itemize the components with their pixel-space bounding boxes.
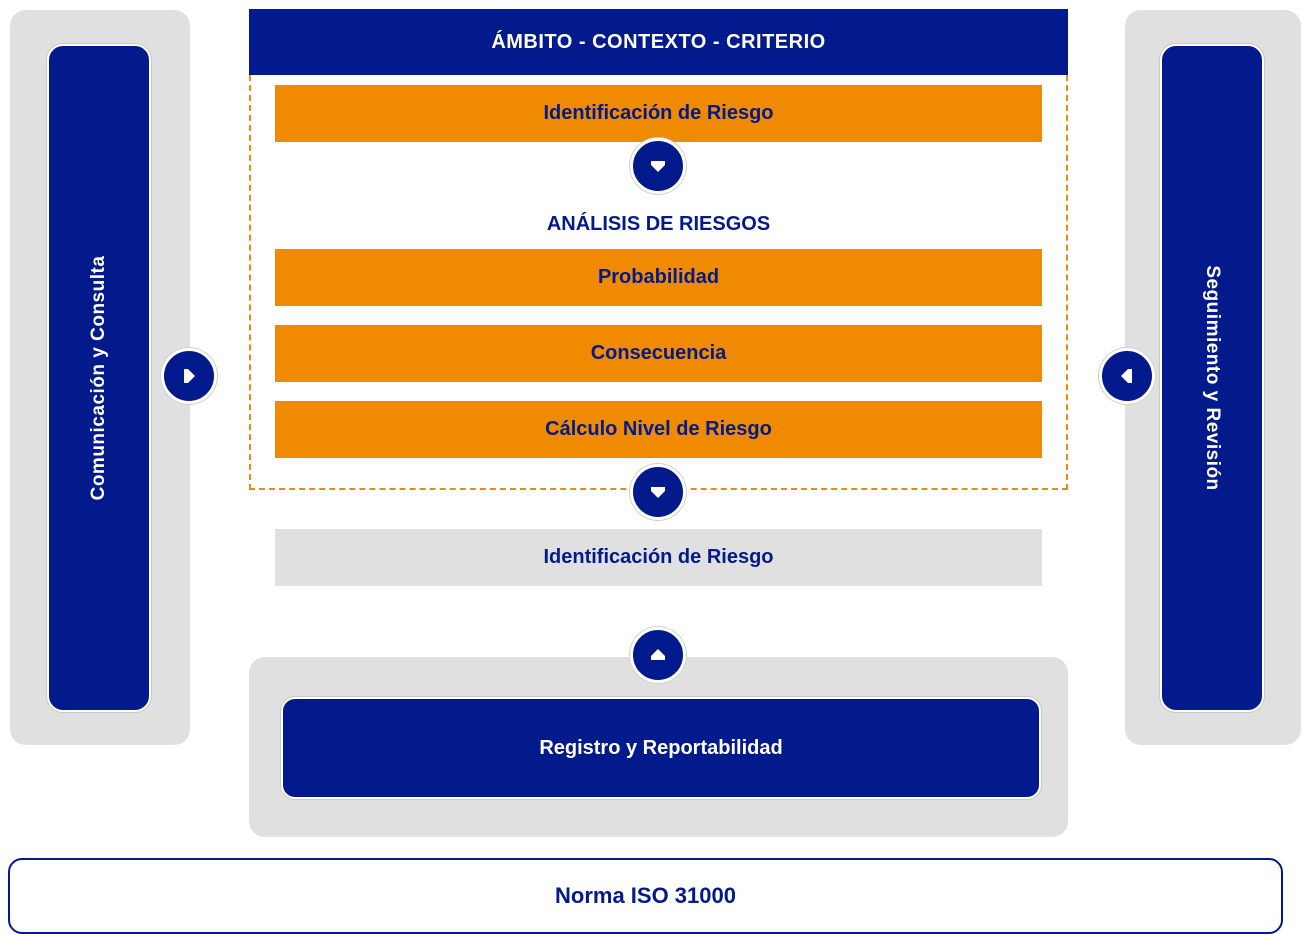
risk-analysis-title-text: ANÁLISIS DE RIESGOS [546, 213, 771, 235]
iso-standard-box: Norma ISO 31000 [8, 858, 1283, 934]
arrow-left-icon [1121, 369, 1132, 383]
scope-context-criteria-header: ÁMBITO - CONTEXTO - CRITERIO [249, 9, 1068, 75]
probability-label: Probabilidad [597, 266, 720, 288]
monitoring-label: Seguimiento y Revisión [1202, 265, 1223, 491]
arrow-right-circle [161, 348, 217, 404]
arrow-up-circle [630, 627, 686, 683]
communication-panel: Comunicación y Consulta [47, 44, 151, 712]
arrow-up-icon [651, 649, 665, 660]
header-title: ÁMBITO - CONTEXTO - CRITERIO [491, 30, 826, 53]
arrow-down-circle-1 [630, 138, 686, 194]
consequence-box: Consecuencia [275, 325, 1042, 382]
risk-evaluation-box: Identificación de Riesgo [275, 529, 1042, 586]
risk-level-calculation-label: Cálculo Nivel de Riesgo [545, 418, 772, 440]
monitoring-panel: Seguimiento y Revisión [1160, 44, 1264, 712]
arrow-down-icon [651, 161, 665, 172]
consequence-label: Consecuencia [590, 342, 727, 364]
probability-box: Probabilidad [275, 249, 1042, 306]
registro-label: Registro y Reportabilidad [539, 736, 783, 759]
arrow-down-circle-2 [630, 464, 686, 520]
arrow-left-circle [1099, 348, 1155, 404]
risk-identification-box: Identificación de Riesgo [275, 85, 1042, 142]
communication-label: Comunicación y Consulta [88, 255, 109, 501]
registro-reportabilidad-panel: Registro y Reportabilidad [281, 697, 1041, 799]
iso-standard-label: Norma ISO 31000 [555, 883, 736, 908]
risk-analysis-title: ANÁLISIS DE RIESGOS [275, 213, 1042, 239]
risk-evaluation-label: Identificación de Riesgo [543, 546, 774, 568]
arrow-right-icon [184, 369, 195, 383]
arrow-down-icon [651, 487, 665, 498]
risk-identification-label: Identificación de Riesgo [543, 102, 774, 124]
risk-level-calculation-box: Cálculo Nivel de Riesgo [275, 401, 1042, 458]
